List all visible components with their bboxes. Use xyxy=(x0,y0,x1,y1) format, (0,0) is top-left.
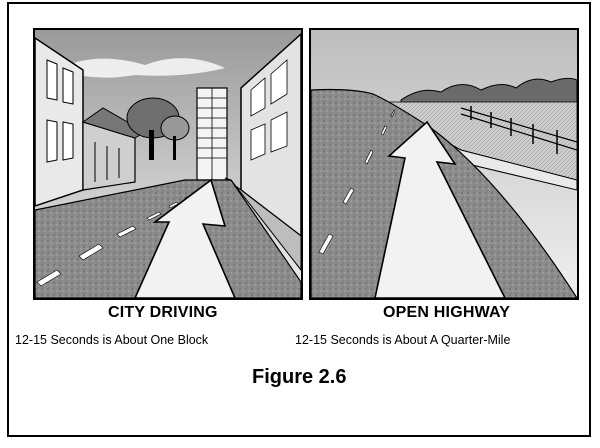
figure-label: Figure 2.6 xyxy=(252,366,346,389)
city-driving-illustration xyxy=(33,28,303,300)
city-street-drawing xyxy=(35,30,301,298)
city-driving-caption: 12-15 Seconds is About One Block xyxy=(15,333,208,347)
open-highway-illustration xyxy=(309,28,579,300)
city-driving-title: CITY DRIVING xyxy=(108,304,218,322)
open-highway-title: OPEN HIGHWAY xyxy=(383,304,510,322)
open-highway-caption: 12-15 Seconds is About A Quarter-Mile xyxy=(295,333,510,347)
open-highway-drawing xyxy=(311,30,577,298)
